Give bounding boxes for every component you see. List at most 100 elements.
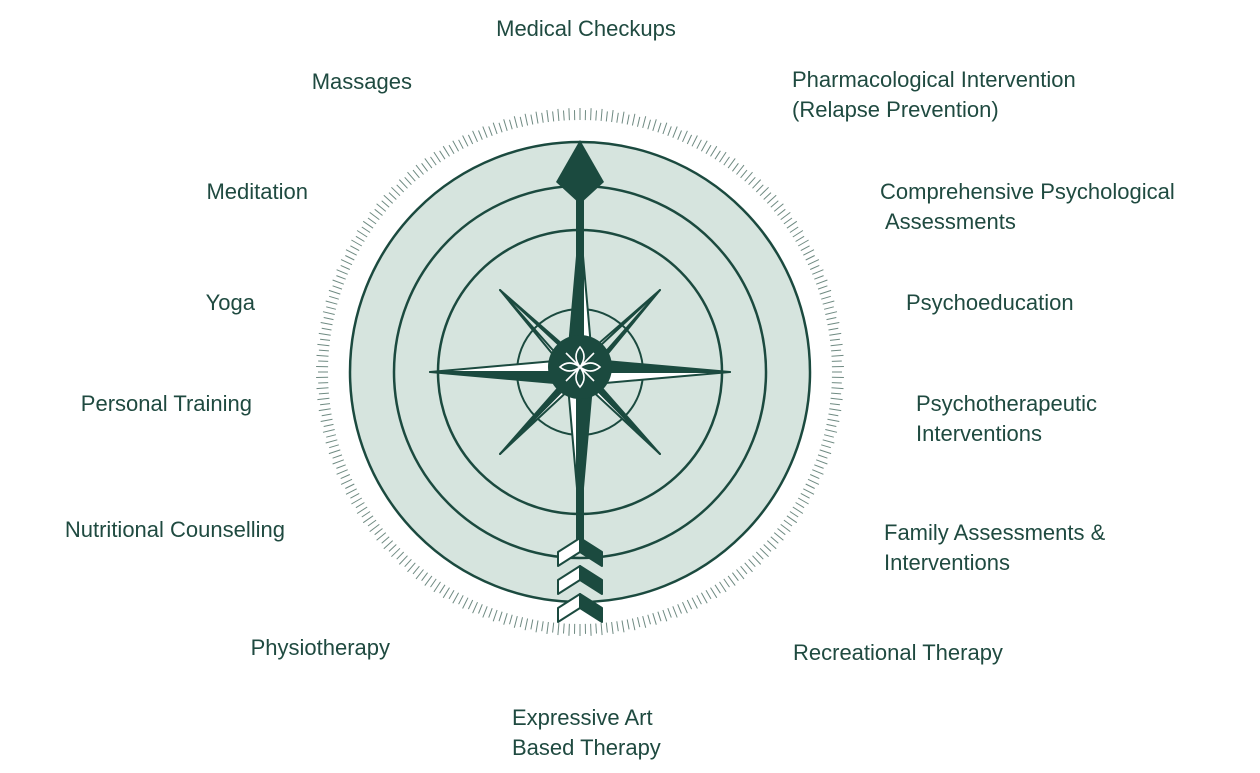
tick-mark — [631, 618, 636, 631]
tick-mark — [817, 285, 828, 290]
tick-mark — [563, 623, 565, 634]
tick-mark — [340, 478, 353, 485]
tick-mark — [727, 158, 736, 169]
tick-mark — [412, 169, 420, 179]
tick-mark — [825, 311, 838, 315]
tick-mark — [367, 217, 377, 225]
tick-mark — [710, 587, 718, 599]
tick-mark — [391, 186, 401, 197]
tick-mark — [415, 164, 424, 175]
label-massages: Massages — [311, 69, 412, 94]
tick-mark — [369, 524, 380, 532]
tick-mark — [535, 620, 539, 633]
tick-mark — [819, 289, 832, 295]
tick-mark — [814, 464, 824, 469]
tick-mark — [621, 620, 625, 633]
label-psychotherapeutic-interventions: Psychotherapeutic Interventions — [916, 391, 1097, 446]
label-medical-checkups: Medical Checkups — [496, 16, 676, 41]
tick-mark — [595, 110, 597, 121]
tick-mark — [829, 408, 842, 412]
tick-mark — [696, 139, 702, 149]
tick-mark — [332, 285, 343, 290]
tick-mark — [672, 606, 678, 618]
tick-mark — [467, 134, 474, 145]
tick-mark — [773, 532, 784, 541]
tick-mark — [509, 119, 513, 130]
tick-mark — [829, 403, 840, 406]
tick-mark — [744, 171, 753, 182]
tick-mark — [448, 589, 455, 600]
tick-mark — [396, 551, 405, 560]
tick-mark — [805, 255, 815, 261]
tick-mark — [458, 595, 464, 605]
label-nutritional-counselling: Nutritional Counselling — [64, 517, 285, 542]
tick-mark — [626, 114, 630, 125]
tick-mark — [362, 220, 374, 229]
tick-mark — [827, 418, 840, 422]
tick-mark — [424, 158, 433, 169]
tick-mark — [340, 259, 353, 266]
tick-mark — [404, 176, 412, 186]
tick-mark — [367, 519, 377, 527]
tick-mark — [355, 502, 365, 509]
tick-mark — [821, 295, 831, 300]
tick-mark — [823, 434, 834, 438]
tick-mark — [686, 134, 693, 145]
tick-mark — [667, 608, 672, 618]
tick-mark — [376, 203, 387, 212]
tick-mark — [328, 289, 341, 295]
tick-mark — [691, 135, 698, 147]
tick-mark — [780, 524, 791, 532]
tick-mark — [524, 113, 529, 126]
tick-mark — [332, 459, 344, 465]
tick-mark — [557, 108, 560, 121]
tick-mark — [323, 317, 334, 321]
tick-mark — [700, 140, 708, 152]
tick-mark — [407, 562, 416, 573]
tick-mark — [541, 621, 544, 632]
tick-mark — [812, 269, 824, 275]
tick-mark — [821, 444, 831, 449]
tick-mark — [777, 208, 786, 216]
tick-mark — [351, 497, 363, 505]
tick-mark — [442, 145, 450, 157]
tick-mark — [759, 186, 769, 197]
tick-mark — [467, 599, 474, 610]
tick-mark — [552, 622, 555, 633]
tick-mark — [369, 211, 380, 221]
tick-mark — [478, 130, 483, 140]
tick-mark — [388, 192, 397, 200]
tick-mark — [320, 338, 331, 341]
tick-mark — [332, 454, 343, 459]
tick-mark — [362, 515, 374, 524]
tick-mark — [611, 110, 614, 123]
tick-mark — [705, 144, 712, 155]
tick-mark — [752, 555, 762, 565]
tick-mark — [322, 311, 335, 315]
tick-mark — [783, 217, 793, 225]
tick-mark — [325, 300, 338, 305]
tick-mark — [621, 111, 625, 124]
tick-mark — [830, 397, 843, 401]
tick-mark — [519, 116, 523, 127]
tick-mark — [831, 354, 844, 357]
tick-mark — [809, 474, 820, 480]
tick-mark — [723, 156, 730, 166]
tick-mark — [777, 528, 786, 536]
tick-mark — [800, 245, 810, 252]
tick-mark — [748, 176, 756, 186]
tick-mark — [398, 179, 408, 189]
tick-mark — [805, 483, 815, 489]
tick-mark — [361, 511, 371, 518]
tick-mark — [792, 506, 804, 514]
tick-mark — [509, 614, 513, 625]
tick-mark — [827, 322, 840, 326]
label-physiotherapy: Physiotherapy — [250, 635, 390, 660]
tick-mark — [332, 279, 344, 285]
tick-mark — [752, 179, 762, 189]
tick-mark — [530, 619, 534, 630]
leaf-flower-icon — [548, 335, 612, 399]
tick-mark — [816, 279, 828, 285]
tick-mark — [637, 617, 641, 628]
tick-mark — [800, 492, 810, 499]
